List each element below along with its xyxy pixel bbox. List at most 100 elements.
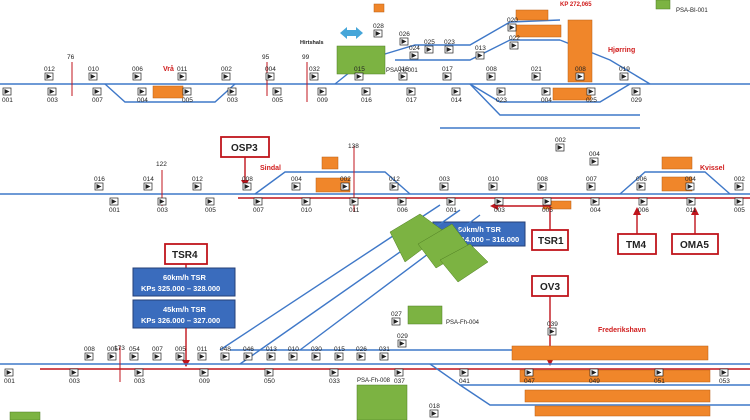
track-row1-hirtshals-branch2 (395, 39, 560, 61)
signal-number: 016 (361, 97, 372, 104)
signal-number: 007 (152, 346, 163, 353)
double-arrow-icon (340, 27, 363, 39)
signal-number: 005 (107, 346, 118, 353)
signal-arrow-icon (342, 184, 348, 189)
signal-number: 016 (94, 176, 105, 183)
signal-marker: 029 (631, 87, 642, 104)
station-sindal: Sindal (260, 165, 281, 172)
kp-marker: KP 272,065 (560, 2, 592, 8)
signal-arrow-icon (356, 74, 362, 79)
signal-marker: 005 (182, 87, 193, 104)
signal-marker: 016 (94, 176, 105, 191)
signal-arrow-icon (311, 74, 317, 79)
signal-arrow-icon (290, 354, 296, 359)
signal-number: 003 (69, 378, 80, 385)
signal-arrow-icon (134, 74, 140, 79)
callout-tsr1-label: TSR1 (538, 236, 564, 247)
signal-marker: 012 (192, 176, 203, 191)
signal-number: 009 (199, 378, 210, 385)
signal-arrow-icon (201, 370, 207, 375)
signal-arrow-icon (319, 89, 325, 94)
signal-arrow-icon (640, 199, 646, 204)
signal-number: 026 (399, 31, 410, 38)
platform-kvissel-1 (661, 156, 693, 170)
signal-number: 028 (373, 23, 384, 30)
signal-marker: 003 (47, 87, 58, 104)
signal-arrow-icon (391, 184, 397, 189)
signal-arrow-icon (687, 184, 693, 189)
signal-number: 005 (175, 346, 186, 353)
signal-number: 004 (265, 66, 276, 73)
signal-arrow-icon (688, 199, 694, 204)
signal-number: 011 (177, 66, 188, 73)
signal-number: 029 (631, 97, 642, 104)
signal-marker: 010 (488, 176, 499, 191)
signal-marker: 011 (197, 346, 208, 361)
tsr4a-box (132, 267, 236, 297)
signal-arrow-icon (336, 354, 342, 359)
psa-fh004-area (407, 305, 443, 325)
signal-number: 032 (309, 66, 320, 73)
signal-marker: 039 (547, 321, 558, 336)
kp-95: 95 (262, 54, 270, 61)
signal-number: 017 (406, 97, 417, 104)
legend-green-swatch (9, 411, 41, 420)
signal-marker: 003 (134, 368, 145, 385)
signal-marker: 007 (586, 176, 597, 191)
psa-bi001-label: PSA-BI-001 (676, 8, 708, 14)
signal-number: 006 (132, 66, 143, 73)
signal-arrow-icon (592, 199, 598, 204)
signal-marker: 022 (509, 35, 520, 50)
signal-number: 009 (317, 97, 328, 104)
signal-marker: 009 (199, 368, 210, 385)
signal-number: 013 (475, 45, 486, 52)
signal-arrow-icon (426, 47, 432, 52)
psa-hj001-area (336, 45, 386, 75)
signal-arrow-icon (621, 74, 627, 79)
signal-marker: 023 (496, 87, 507, 104)
signal-marker: 023 (444, 39, 455, 54)
signal-marker: 018 (429, 403, 440, 418)
signal-number: 012 (44, 66, 55, 73)
signal-arrow-icon (444, 74, 450, 79)
track-row1-siding1 (469, 83, 640, 116)
platform-hj-3 (567, 19, 593, 83)
signal-marker: 012 (44, 66, 55, 81)
signal-arrow-icon (244, 184, 250, 189)
signal-arrow-icon (223, 74, 229, 79)
signal-arrow-icon (90, 74, 96, 79)
signal-number: 004 (541, 97, 552, 104)
signal-marker: 048 (220, 346, 231, 361)
tsr1-line1: 80km/h TSR (458, 225, 502, 234)
psa-bi001-legend (655, 0, 671, 10)
signal-arrow-icon (539, 184, 545, 189)
tsr1-line2: KPs 314.000 – 316.000 (440, 235, 519, 244)
signal-arrow-icon (184, 89, 190, 94)
tsr4a-line2: KPs 325.000 – 328.000 (141, 284, 220, 293)
signal-arrow-icon (267, 74, 273, 79)
signal-arrow-icon (4, 89, 10, 94)
signal-arrow-icon (381, 354, 387, 359)
signal-number: 048 (220, 346, 231, 353)
signal-number: 033 (329, 378, 340, 385)
signal-marker: 019 (619, 66, 630, 81)
signal-marker: 008 (486, 66, 497, 81)
signal-arrow-icon (207, 199, 213, 204)
signal-marker: 046 (243, 346, 254, 361)
signal-arrow-icon (71, 370, 77, 375)
kp-76: 76 (67, 54, 75, 61)
platform-fh-1 (511, 345, 709, 361)
signal-number: 026 (356, 346, 367, 353)
signal-number: 001 (446, 207, 457, 214)
signal-marker: 004 (589, 151, 600, 166)
signal-marker: 016 (398, 66, 409, 81)
signal-arrow-icon (393, 319, 399, 324)
platform-hirtshals-small (373, 3, 385, 13)
signal-marker: 050 (264, 368, 275, 385)
signal-marker: 015 (334, 346, 345, 361)
signal-number: 004 (589, 151, 600, 158)
signal-arrow-icon (453, 89, 459, 94)
signal-number: 007 (253, 207, 264, 214)
signal-arrow-icon (96, 184, 102, 189)
signal-arrow-icon (543, 89, 549, 94)
